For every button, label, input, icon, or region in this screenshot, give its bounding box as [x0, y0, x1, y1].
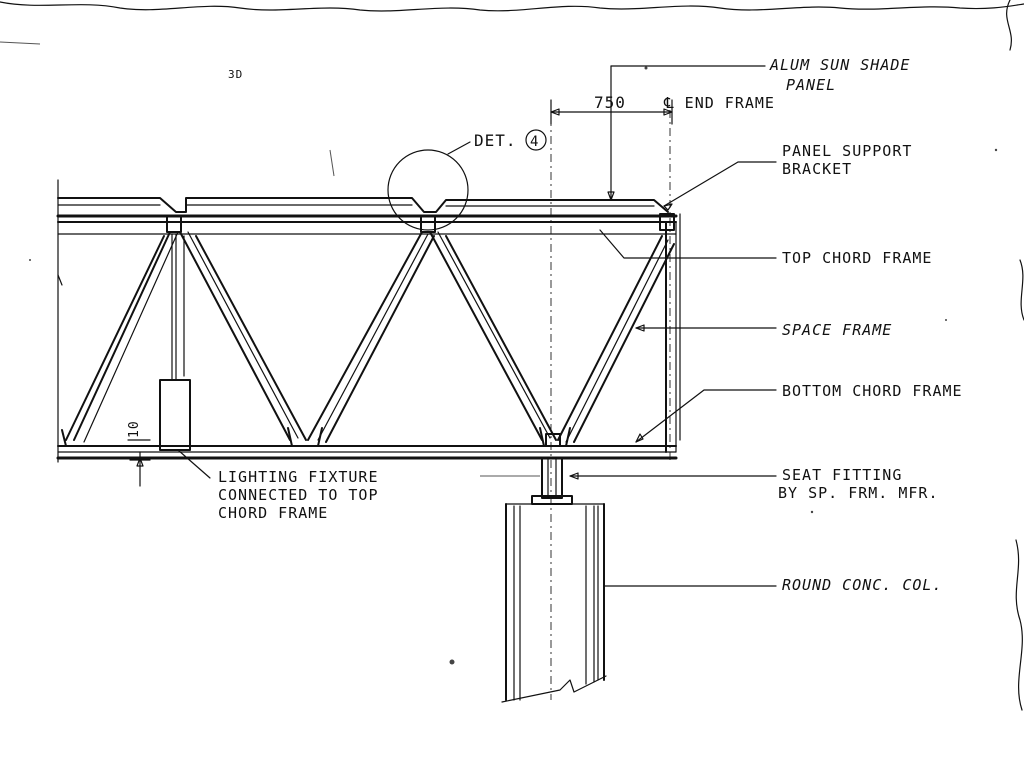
label-panel-support-2: BRACKET [782, 160, 852, 178]
label-end-frame: ℄ END FRAME [663, 94, 775, 112]
label-lighting-1: LIGHTING FIXTURE [218, 468, 379, 486]
seat-fitting [531, 457, 573, 505]
annotation-labels: 3D ALUM SUN SHADE PANEL 750 ℄ END FRAME … [127, 56, 963, 594]
label-dimension-750: 750 [594, 93, 626, 112]
label-round-conc-col: ROUND CONC. COL. [782, 576, 943, 594]
label-panel-support-1: PANEL SUPPORT [782, 142, 912, 160]
space-frame-diagonals [65, 213, 681, 453]
round-concrete-column [501, 503, 607, 703]
label-dimension-10: 10 [127, 420, 142, 438]
label-space-frame: SPACE FRAME [782, 321, 892, 339]
label-alum-sun-shade-1: ALUM SUN SHADE [769, 56, 910, 74]
label-bottom-chord-frame: BOTTOM CHORD FRAME [782, 382, 963, 400]
lighting-fixture [159, 233, 191, 451]
top-chord-frame [56, 197, 678, 235]
label-top-chord-frame: TOP CHORD FRAME [782, 249, 932, 267]
label-lighting-3: CHORD FRAME [218, 504, 328, 522]
label-seat-fitting-1: SEAT FITTING [782, 466, 902, 484]
label-alum-sun-shade-2: PANEL [786, 76, 836, 94]
label-seat-fitting-2: BY SP. FRM. MFR. [778, 484, 939, 502]
leader-lines [177, 161, 777, 587]
corner-mark: 3D [228, 68, 243, 81]
label-det-number: 4 [530, 134, 539, 150]
detail-4-callout [387, 129, 547, 231]
paper-specks [0, 41, 998, 665]
torn-right-edge [1006, 0, 1024, 711]
label-lighting-2: CONNECTED TO TOP [218, 486, 379, 504]
torn-top-edge [0, 1, 1024, 12]
bottom-chord-frame [56, 427, 678, 460]
label-det: DET. [474, 131, 517, 150]
dimension-10-marks [127, 439, 151, 487]
